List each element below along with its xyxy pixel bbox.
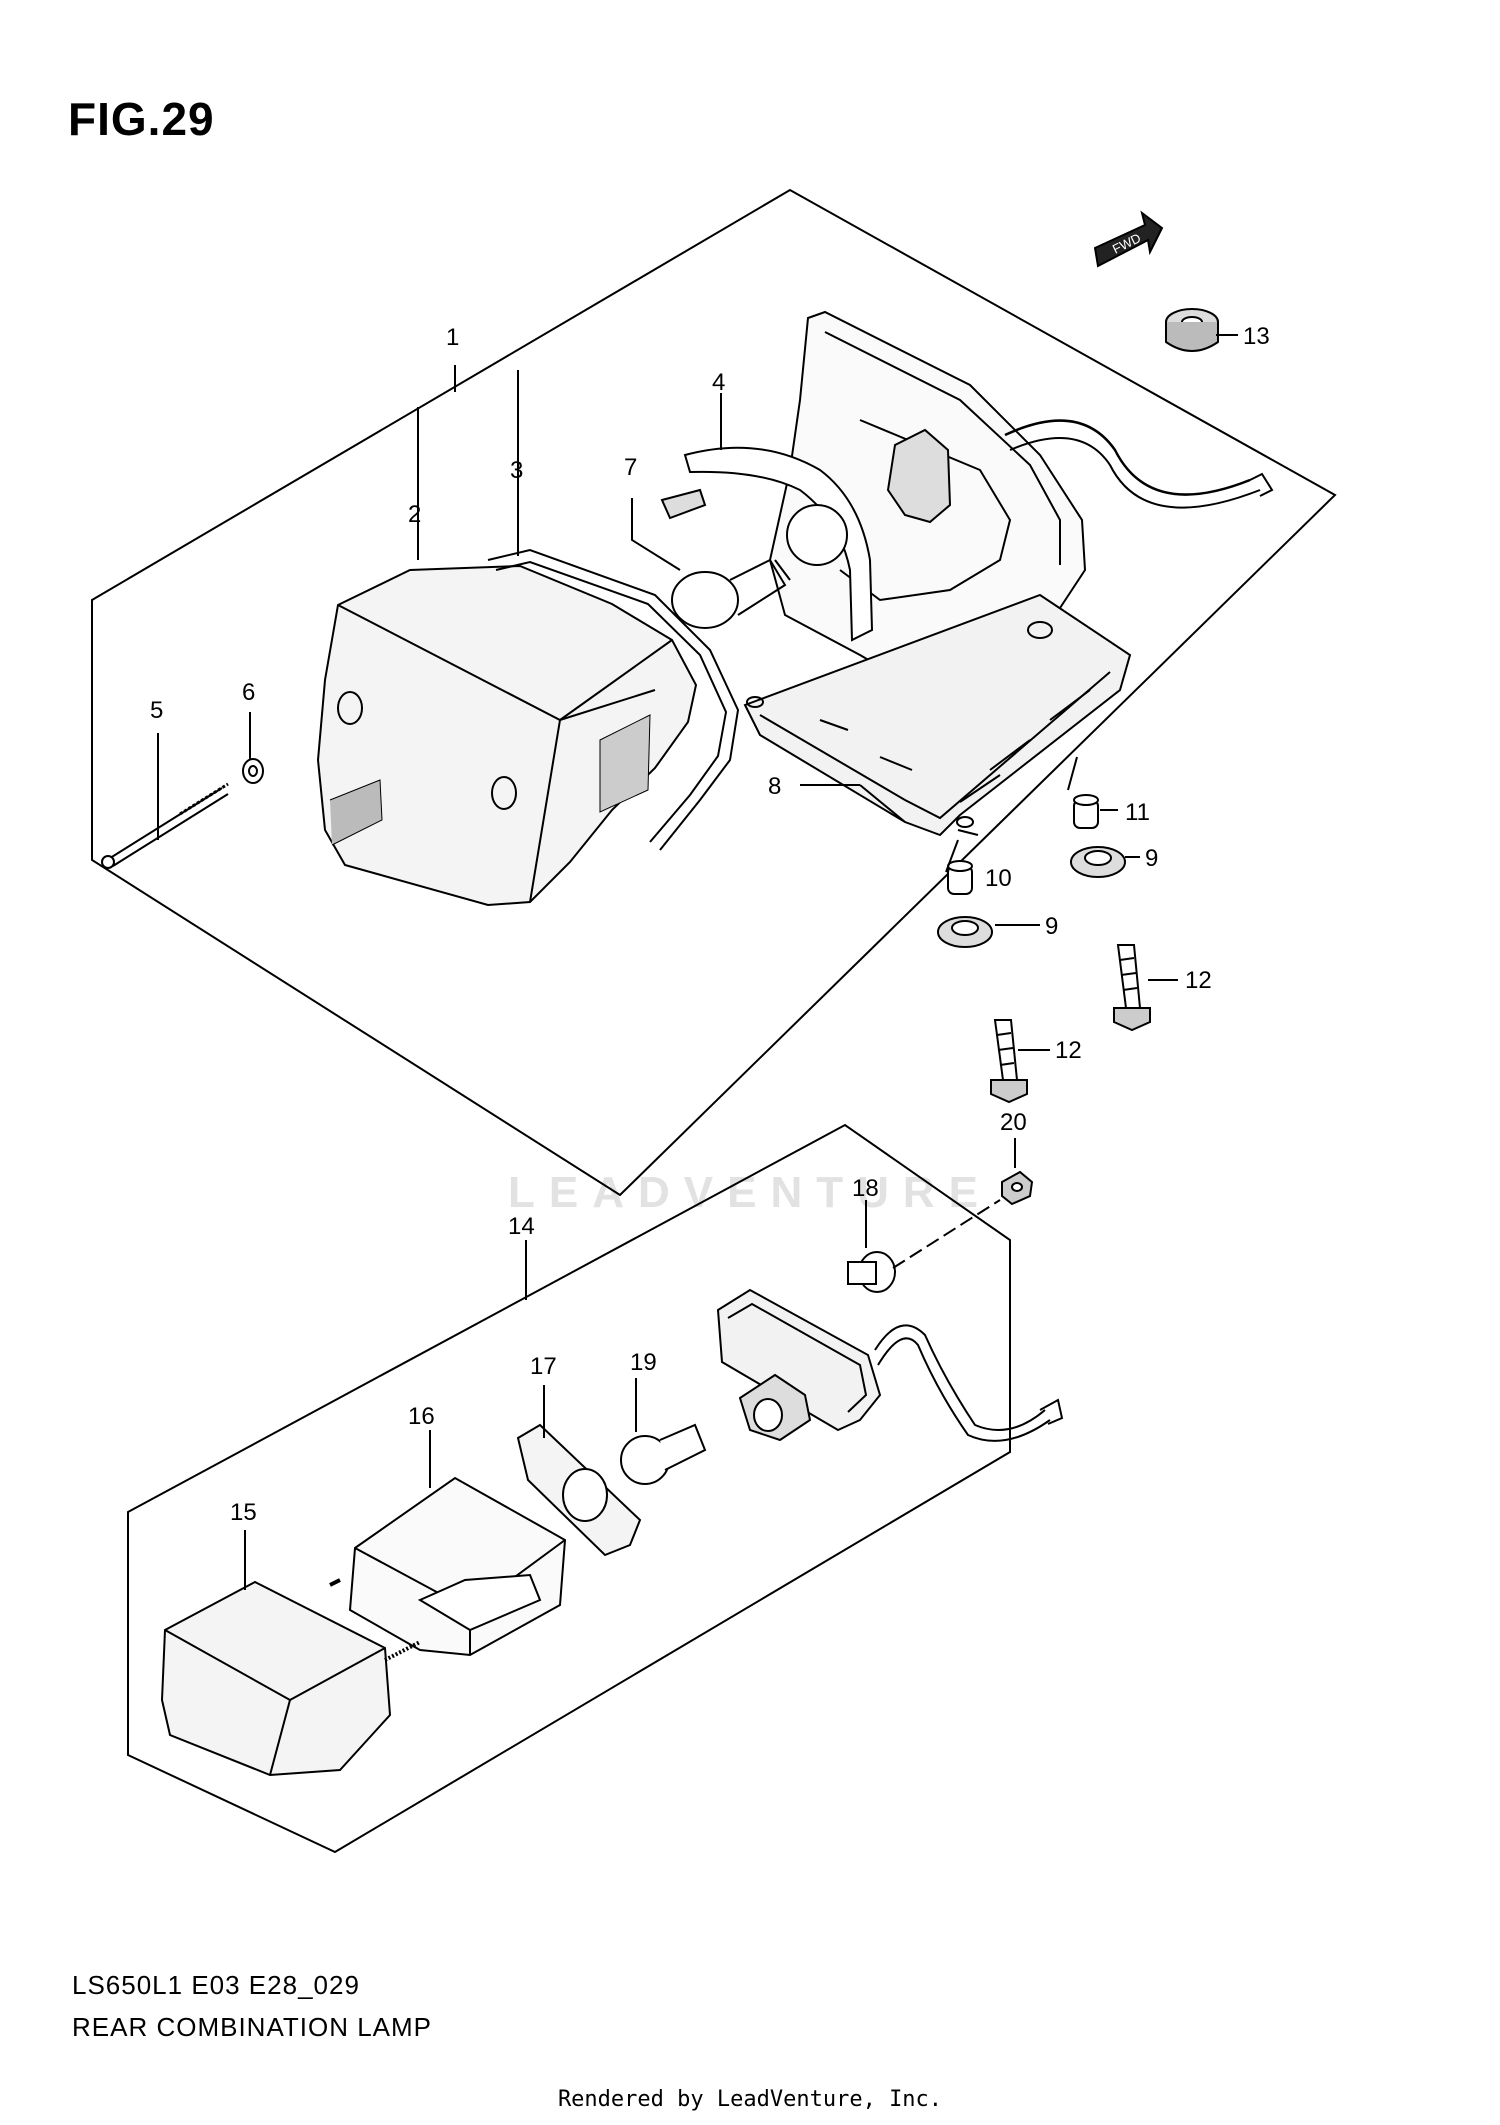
figure-title: FIG.29: [68, 93, 215, 145]
fwd-label: FWD: [1110, 230, 1143, 256]
lens-gasket-part-3: [487, 548, 740, 851]
license-lamp-lens-part-15: [160, 1578, 421, 1777]
bolt-part-12-lower: [990, 1019, 1028, 1104]
callout-20: 20: [1000, 1109, 1027, 1136]
screw-part-18: [847, 1199, 1001, 1293]
model-code: LS650L1 E03 E28_029: [72, 1970, 360, 2000]
bulb-part-7: [671, 558, 791, 629]
callout-11: 11: [1125, 799, 1150, 826]
callout-6: 6: [242, 679, 255, 706]
assembly-1-boundary: [91, 188, 1337, 1197]
collar-part-11: [1073, 794, 1099, 829]
callout-14: 14: [508, 1213, 535, 1240]
callout-12-upper: 12: [1185, 967, 1212, 994]
rubber-mount-part-9-lower: [937, 916, 993, 948]
callout-numbers: 1 2 3 4 5 6 7 8 9 9 10 11 12 12 13 14 15…: [150, 323, 1270, 1526]
callout-2: 2: [408, 501, 421, 528]
nut-part-20: [1001, 1170, 1034, 1206]
assembly-14-boundary: [127, 1123, 1011, 1854]
callout-13: 13: [1243, 323, 1270, 350]
callout-17: 17: [530, 1353, 557, 1380]
bulb-part-19: [620, 1423, 707, 1485]
license-lamp-housing-part-14: [716, 1288, 1064, 1442]
callout-18: 18: [852, 1175, 879, 1202]
gasket-part-17: [516, 1423, 642, 1557]
lens-frame-part-16: [348, 1476, 567, 1657]
callout-9-upper: 9: [1145, 845, 1158, 872]
tail-lamp-lens-part-2: [316, 564, 698, 907]
bolt-part-12-upper: [1113, 944, 1151, 1032]
assembly-name: REAR COMBINATION LAMP: [72, 2012, 433, 2042]
fwd-arrow-icon: FWD: [1093, 210, 1164, 268]
grommet-part-13: [1165, 308, 1219, 352]
callout-15: 15: [230, 1499, 257, 1526]
rendered-by-credit: Rendered by LeadVenture, Inc.: [557, 2087, 943, 2112]
reflector-part-4: [660, 446, 874, 642]
rubber-mount-part-9-upper: [1070, 846, 1126, 878]
watermark-text: LEADVENTURE: [507, 1168, 993, 1217]
callout-19: 19: [630, 1349, 657, 1376]
callout-leaders: [157, 334, 1238, 1590]
callout-7: 7: [624, 454, 637, 481]
callout-16: 16: [408, 1403, 435, 1430]
callout-12-lower: 12: [1055, 1037, 1082, 1064]
callout-5: 5: [150, 697, 163, 724]
long-bolt-part-5: [101, 782, 229, 869]
callout-4: 4: [712, 369, 725, 396]
callout-10: 10: [985, 865, 1012, 892]
washer-part-6: [242, 758, 264, 784]
lamp-housing-part-1: [743, 310, 1274, 837]
callout-1: 1: [446, 324, 459, 351]
callout-9-lower: 9: [1045, 913, 1058, 940]
callout-8: 8: [768, 773, 781, 800]
callout-3: 3: [510, 457, 523, 484]
collar-part-10: [947, 860, 973, 895]
